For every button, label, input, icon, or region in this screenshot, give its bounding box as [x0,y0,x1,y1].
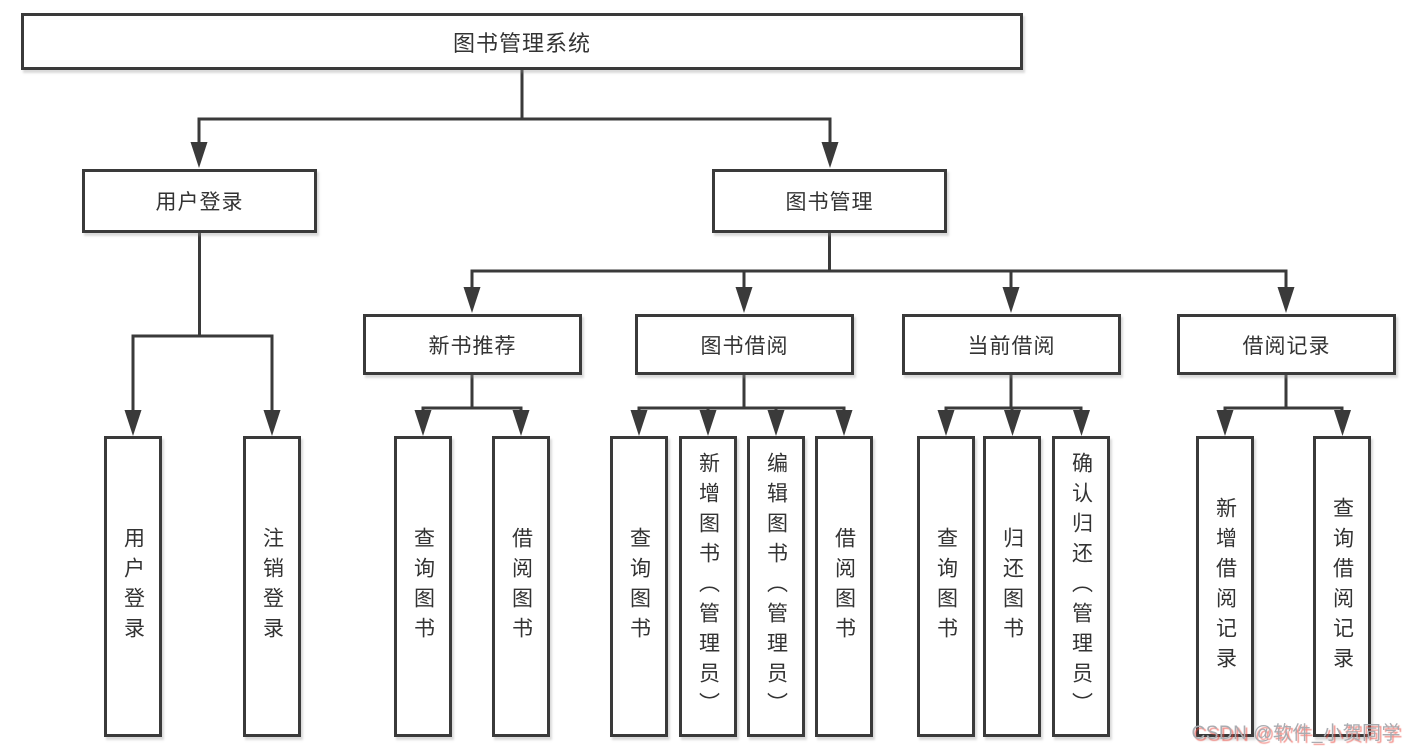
arrow-down-icon [414,410,432,436]
leaf-label: 借阅图书 [509,526,533,647]
leaf-logout: 注销登录 [243,436,301,737]
leaf-label: 查询图书 [934,526,958,647]
connector-records-split [1223,406,1344,414]
arrow-down-icon [937,410,955,436]
arrow-down-icon [699,410,717,436]
node-new-book-recommend: 新书推荐 [363,314,582,375]
leaf-label: 查询图书 [627,526,651,647]
leaf-cur-confirm-return-admin: 确认归还（管理员） [1052,436,1110,737]
arrow-down-icon [463,287,481,313]
leaf-bw-edit-books-admin: 编辑图书（管理员） [747,436,805,737]
node-user-login: 用户登录 [82,169,317,233]
arrow-down-icon [263,410,281,436]
connector-borrowing-split [637,406,846,414]
leaf-label: 新增图书（管理员） [696,451,720,722]
arrow-down-icon [1334,410,1351,436]
leaf-label: 查询借阅记录 [1330,496,1354,677]
leaf-label: 注销登录 [260,526,284,647]
leaf-bw-query-books: 查询图书 [610,436,668,737]
leaf-label: 新增借阅记录 [1213,496,1237,677]
leaf-rec-add-record: 新增借阅记录 [1196,436,1254,737]
arrowheads [124,142,1351,436]
leaf-label: 确认归还（管理员） [1069,451,1093,722]
connector-newbooks-split [421,406,523,414]
leaf-cur-return-books: 归还图书 [983,436,1041,737]
arrow-down-icon [124,410,142,436]
leaf-nb-query-books: 查询图书 [394,436,452,737]
leaf-nb-borrow-books: 借阅图书 [492,436,550,737]
node-book-borrowing: 图书借阅 [635,314,854,375]
leaf-bw-add-books-admin: 新增图书（管理员） [679,436,737,737]
arrow-down-icon [735,287,753,313]
leaf-user-login: 用户登录 [104,436,162,737]
arrow-down-icon [1004,410,1021,436]
leaf-label: 用户登录 [121,526,145,647]
node-root-system: 图书管理系统 [21,13,1023,70]
arrow-down-icon [835,410,853,436]
connector-level2-split [197,117,832,146]
node-book-management: 图书管理 [712,169,947,233]
leaf-label: 编辑图书（管理员） [764,451,788,722]
arrow-down-icon [1073,410,1090,436]
arrow-down-icon [1216,410,1234,436]
arrow-down-icon [1277,287,1295,313]
arrow-down-icon [630,410,648,436]
arrow-down-icon [821,142,839,168]
leaf-bw-borrow-books: 借阅图书 [815,436,873,737]
node-current-borrowing: 当前借阅 [902,314,1121,375]
leaf-rec-query-record: 查询借阅记录 [1313,436,1371,737]
leaf-label: 归还图书 [1000,526,1024,647]
csdn-watermark: CSDN @软件_小贺同学 [1191,723,1401,744]
leaf-label: 查询图书 [411,526,435,647]
arrow-down-icon [512,410,530,436]
arrow-down-icon [1002,287,1020,313]
arrow-down-icon [767,410,785,436]
arrow-down-icon [190,142,208,168]
connector-level3-split [470,269,1288,291]
node-borrowing-records: 借阅记录 [1177,314,1396,375]
leaf-label: 借阅图书 [832,526,856,647]
connector-userlogin-split [131,334,274,414]
leaf-cur-query-books: 查询图书 [917,436,975,737]
